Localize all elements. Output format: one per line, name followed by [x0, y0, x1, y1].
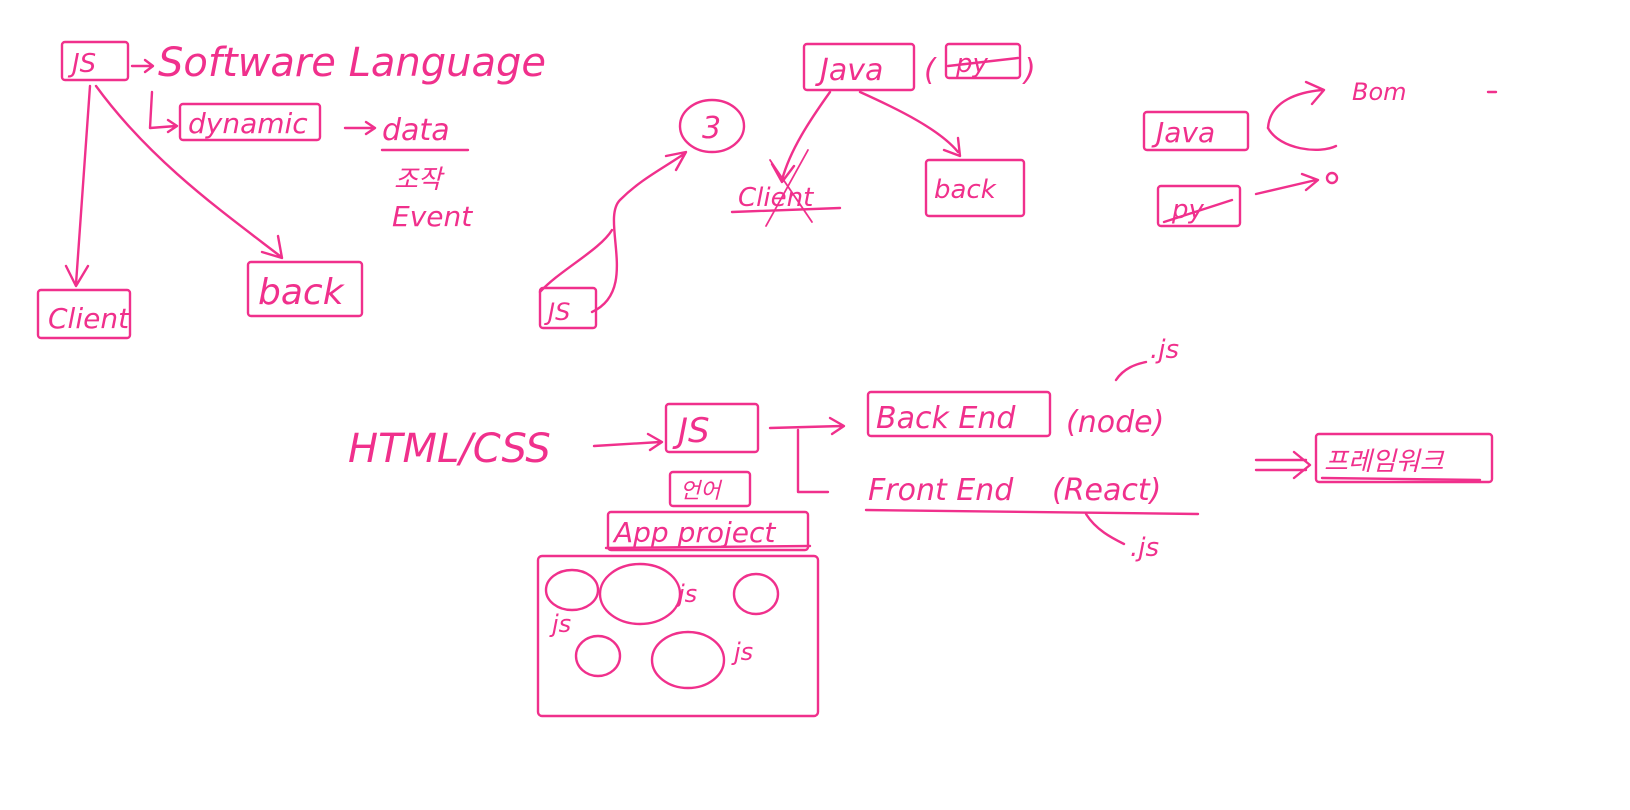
- client-strike: [765, 149, 813, 227]
- back-end-box: [866, 390, 1052, 438]
- bom-label: Bom: [1352, 78, 1407, 106]
- three-js-group: 3 JS: [538, 98, 746, 330]
- framework-underline: [1320, 476, 1482, 482]
- arrow-py-right: [1254, 172, 1320, 196]
- client-underline: [730, 206, 842, 214]
- html-css-js-group: HTML/CSS JS 언어 App project js js js Back…: [348, 335, 1494, 718]
- py-right-strike: [1162, 198, 1234, 224]
- py-box-crossed: [944, 42, 1022, 80]
- dot-target: [1325, 171, 1339, 185]
- back-box-java: [924, 158, 1026, 218]
- arrow-to-client: [64, 84, 92, 288]
- dynamic-branch-arrow: [148, 90, 179, 134]
- py-box-right: [1156, 184, 1242, 228]
- html-css-label: HTML/CSS: [348, 426, 551, 472]
- bracket-js-to-front-end: [796, 428, 830, 494]
- app-project-underline: [604, 544, 812, 550]
- double-arrow-to-framework: [1254, 450, 1312, 480]
- arrow-to-software-language: [130, 58, 155, 74]
- dynamic-box: [178, 102, 322, 142]
- js-software-language-group: JS Software Language dynamic data 조작 Eve…: [36, 40, 546, 340]
- js-box: [60, 40, 130, 82]
- curve-java-down: [1266, 126, 1338, 151]
- arrow-java-to-back: [858, 90, 962, 158]
- arrow-to-data: [343, 120, 377, 136]
- arrow-java-to-client: [770, 90, 832, 184]
- front-end-underline: [864, 508, 1200, 516]
- js-label-bottom: JS: [672, 411, 710, 451]
- curve-js-to-three-2: [538, 228, 614, 294]
- node-js-curve: [1114, 360, 1148, 382]
- app-project-label: App project: [612, 516, 776, 549]
- module-circle-4: [574, 634, 622, 678]
- py-strike: [946, 56, 1020, 68]
- three-label: 3: [702, 111, 721, 146]
- event-label: Event: [392, 200, 473, 233]
- data-label: data: [382, 113, 450, 148]
- korean-lang-box: [668, 470, 752, 508]
- client-box: [36, 288, 132, 340]
- js-box-bottom: [664, 402, 760, 454]
- arrow-js-to-back-end: [768, 416, 846, 436]
- back-end-label: Back End: [876, 401, 1016, 436]
- js-box-middle: [538, 286, 598, 330]
- react-js-label: .js: [1130, 533, 1159, 563]
- paren-close: ): [1022, 53, 1036, 88]
- module-circle-2: [598, 562, 682, 626]
- back-label: back: [258, 272, 346, 313]
- node-js-label: .js: [1150, 335, 1179, 365]
- js-label-middle: JS: [544, 298, 570, 326]
- framework-label: 프레임워크: [1324, 447, 1445, 477]
- paren-open: (: [924, 53, 937, 88]
- curve-java-right: [1266, 80, 1326, 130]
- java-py-group: Java ( py ) Client back: [730, 42, 1036, 227]
- arrow-to-back: [94, 84, 284, 260]
- react-js-curve: [1084, 512, 1126, 546]
- app-project-box: [606, 510, 810, 552]
- node-label: (node): [1066, 405, 1164, 440]
- java-box-right: [1142, 110, 1250, 152]
- java-box: [802, 42, 916, 92]
- module-js-label-1: js: [675, 580, 697, 608]
- framework-box: [1314, 432, 1494, 484]
- module-circle-3: [732, 572, 780, 616]
- back-label-java: back: [934, 175, 997, 205]
- java-label: Java: [815, 53, 883, 88]
- module-js-label-2: js: [549, 610, 571, 638]
- korean-note: 조작: [394, 165, 445, 195]
- three-circle: [678, 98, 746, 154]
- module-circle-5: [650, 630, 726, 690]
- module-circle-1: [544, 568, 600, 612]
- front-end-label: Front End: [868, 473, 1014, 508]
- korean-lang-label: 언어: [680, 479, 723, 504]
- java-py-bom-group: Java Bom py: [1142, 78, 1498, 228]
- js-label: JS: [67, 49, 96, 79]
- java-label-right: Java: [1151, 116, 1215, 149]
- dynamic-label: dynamic: [188, 107, 308, 140]
- software-language-text: Software Language: [158, 40, 546, 86]
- arrow-html-to-js: [592, 432, 664, 452]
- curve-js-to-three: [590, 150, 688, 314]
- client-label: Client: [48, 302, 130, 335]
- back-box: [246, 260, 364, 318]
- module-js-label-3: js: [731, 638, 753, 666]
- app-container-box: [536, 554, 820, 718]
- react-label: (React): [1052, 473, 1161, 508]
